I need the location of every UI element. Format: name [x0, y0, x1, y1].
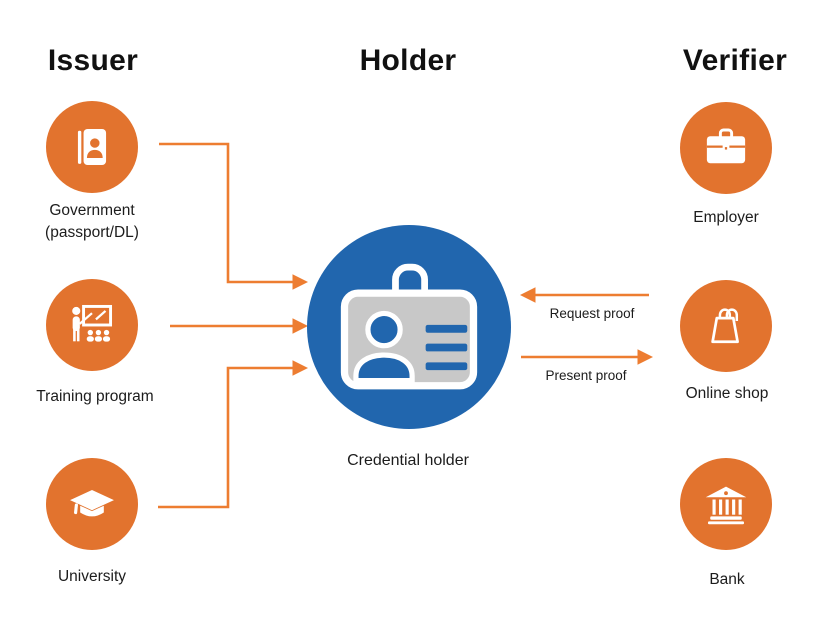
issuer-node-government	[46, 101, 138, 193]
bank-label-line1: Bank	[709, 571, 745, 588]
university-label-line1: University	[57, 568, 127, 585]
holder-node-credential-holder	[307, 225, 511, 429]
online-shop-label: Online shop	[627, 383, 827, 405]
briefcase-icon	[706, 128, 746, 164]
employer-label-line1: Employer	[693, 209, 759, 226]
government-label-line2: (passport/DL)	[45, 224, 139, 241]
holder-heading: Holder	[359, 44, 457, 77]
university-cap-icon	[70, 489, 114, 517]
university-label: University	[0, 566, 192, 588]
id-card-icon	[340, 263, 478, 389]
issuer-heading: Issuer	[47, 44, 139, 77]
verifier-node-bank	[680, 458, 772, 550]
present-proof-label: Present proof	[545, 368, 627, 383]
online-shop-label-line1: Online shop	[685, 385, 769, 402]
shopping-bag-icon	[711, 308, 739, 344]
verifier-heading: Verifier	[682, 44, 788, 77]
verifier-node-employer	[680, 102, 772, 194]
credential-holder-label: Credential holder	[347, 452, 469, 469]
government-passport-icon	[77, 129, 107, 165]
training-program-icon	[72, 304, 113, 342]
bank-label: Bank	[627, 569, 827, 591]
verifier-node-online-shop	[680, 280, 772, 372]
bank-icon	[705, 486, 747, 525]
government-label: Government (passport/DL)	[0, 200, 192, 244]
issuer-node-university	[46, 458, 138, 550]
government-label-line1: Government	[49, 202, 135, 219]
issuer-node-training-program	[46, 279, 138, 371]
training-program-label-line1: Training program	[36, 388, 154, 405]
training-program-label: Training program	[0, 386, 195, 408]
employer-label: Employer	[626, 207, 826, 229]
request-proof-label: Request proof	[549, 306, 635, 321]
